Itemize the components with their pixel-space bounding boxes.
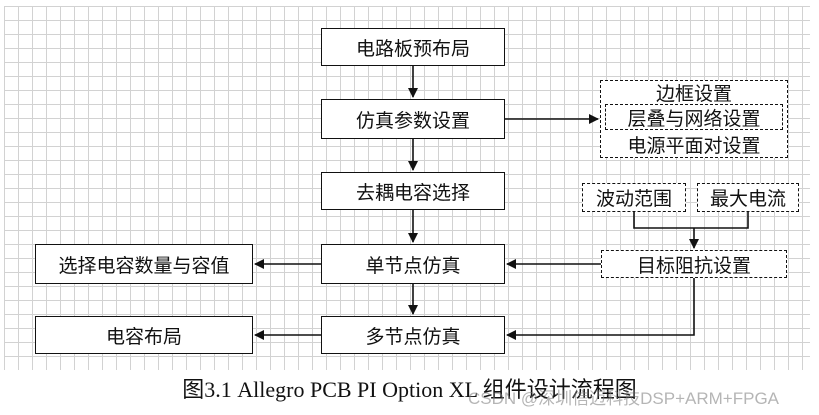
node-board-prelayout: 电路板预布局 [321,28,505,66]
arrow-target-to-multi [506,278,695,340]
node-choose-cap-qty: 选择电容数量与容值 [35,244,253,284]
watermark: CSDN @深圳信迈科技DSP+ARM+FPGA [468,389,780,408]
node-single-node-sim: 单节点仿真 [321,244,505,284]
node-cap-layout: 电容布局 [35,316,253,354]
node-decap-select: 去耦电容选择 [321,172,505,210]
node-stackup-net-setting: 层叠与网络设置 [605,104,783,130]
node-multi-node-sim: 多节点仿真 [321,316,505,354]
node-sim-params: 仿真参数设置 [321,99,505,139]
connector-ripple [633,212,694,229]
node-target-impedance: 目标阻抗设置 [601,250,787,278]
node-ripple-range: 波动范围 [582,183,686,212]
node-frame-setting: 边框设置 [655,82,732,105]
node-max-current: 最大电流 [697,183,799,212]
node-power-plane-setting: 电源平面对设置 [627,134,761,157]
figure-caption: 图3.1 Allegro PCB PI Option XL 组件设计流程图 [182,377,637,402]
connector-max-current [694,212,749,229]
